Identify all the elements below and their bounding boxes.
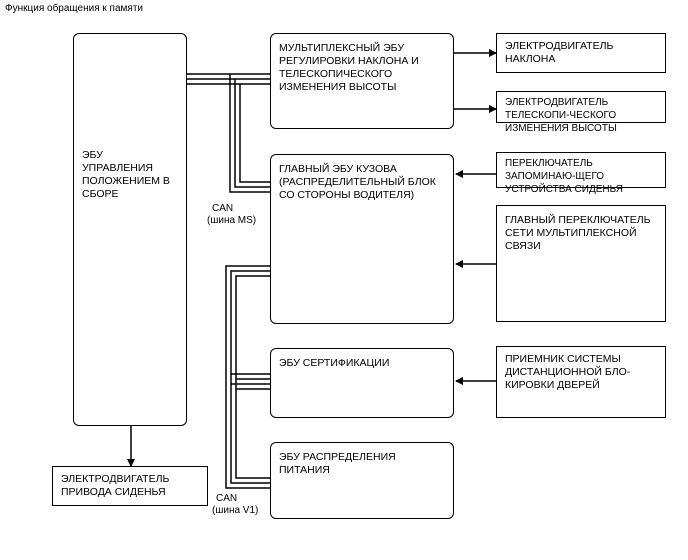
memory-switch-box: ПЕРЕКЛЮЧАТЕЛЬ ЗАПОМИНАЮ-ЩЕГО УСТРОЙСТВА … (496, 152, 666, 195)
can-v1-bus-name: (шина V1) (212, 505, 259, 516)
main-body-ecu: ГЛАВНЫЙ ЭБУ КУЗОВА (РАСПРЕДЕЛИТЕЛЬНЫЙ БЛ… (270, 154, 454, 324)
multiplex-switch-box: ГЛАВНЫЙ ПЕРЕКЛЮЧАТЕЛЬ СЕТИ МУЛЬТИПЛЕКСНО… (496, 205, 666, 322)
receiver-box: ПРИЕМНИК СИСТЕМЫ ДИСТАНЦИОННОЙ БЛО-КИРОВ… (496, 346, 666, 418)
power-distribution-ecu: ЭБУ РАСПРЕДЕЛЕНИЯ ПИТАНИЯ (270, 442, 454, 519)
can-ms-bus-name: (шина MS) (207, 215, 257, 226)
diagram-title: Функция обращения к памяти (5, 3, 143, 14)
certification-ecu: ЭБУ СЕРТИФИКАЦИИ (270, 348, 454, 418)
tilt-telescopic-ecu: МУЛЬТИПЛЕКСНЫЙ ЭБУ РЕГУЛИРОВКИ НАКЛОНА И… (270, 33, 454, 129)
seat-position-ecu: ЭБУ УПРАВЛЕНИЯ ПОЛОЖЕНИЕМ В СБОРЕ (73, 33, 187, 426)
can-v1-label: CAN (216, 493, 238, 504)
can-v1-bus (225, 265, 270, 489)
telescopic-motor-box: ЭЛЕКТРОДВИГАТЕЛЬ ТЕЛЕСКОПИ-ЧЕСКОГО ИЗМЕН… (496, 91, 666, 134)
seat-motor-box: ЭЛЕКТРОДВИГАТЕЛЬ ПРИВОДА СИДЕНЬЯ (52, 466, 208, 506)
can-ms-label: CAN (212, 203, 234, 214)
tilt-motor-box: ЭЛЕКТРОДВИГАТЕЛЬ НАКЛОНА (496, 33, 666, 73)
can-ms-bus (187, 73, 270, 193)
